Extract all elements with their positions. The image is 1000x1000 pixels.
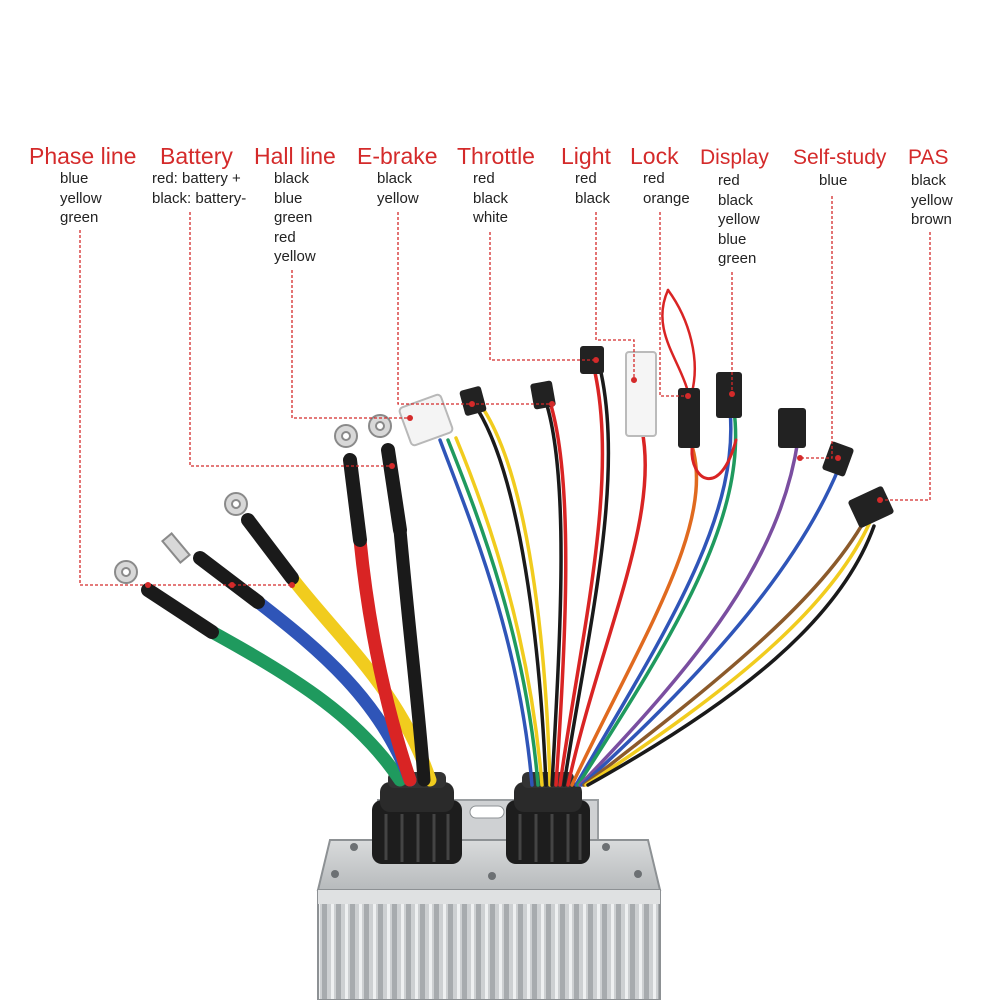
wire-color: black: [274, 170, 310, 187]
label-title: Throttle: [457, 143, 535, 169]
label-selfstudy: Self-study blue: [793, 145, 886, 191]
wire-color: black: [377, 170, 413, 187]
leader-ebrake: [397, 212, 552, 405]
leader-lock: [659, 212, 688, 397]
wire-color: yellow: [274, 248, 316, 265]
label-title: Light: [561, 143, 611, 169]
label-title: E-brake: [357, 143, 438, 169]
selfstudy-connector-a: [778, 408, 806, 448]
signal-wires: [438, 288, 876, 787]
leader-dots: [145, 357, 883, 588]
label-display: Display red black yellow blue green: [700, 145, 769, 269]
wire-color: white: [473, 209, 509, 226]
wire-color: black: [718, 191, 754, 209]
wire-color: orange: [643, 189, 690, 207]
wire-color: black: [473, 189, 509, 207]
label-light: Light red black: [561, 143, 611, 208]
pas-connector: [848, 486, 894, 528]
leader-throttle: [489, 232, 596, 361]
label-title: Self-study: [793, 146, 887, 169]
ebrake-connector: [459, 386, 487, 416]
label-title: PAS: [908, 146, 949, 169]
label-pas: PAS black yellow brown: [908, 145, 953, 230]
lock-connector: [625, 351, 657, 437]
wire-color: black: [575, 189, 611, 207]
wire-color: blue: [819, 172, 848, 189]
wire-color: yellow: [377, 189, 419, 207]
wire-color: red: battery +: [152, 170, 241, 187]
display-connector: [716, 372, 742, 418]
label-title: Lock: [630, 143, 679, 169]
ring-terminals: [114, 414, 392, 584]
wire-color: yellow: [911, 191, 953, 209]
wire-color: blue: [718, 230, 747, 248]
battery-wires: [343, 443, 431, 787]
label-throttle: Throttle red black white: [457, 143, 535, 228]
wire-color: green: [60, 209, 99, 226]
lock-loop-connector: [678, 388, 700, 448]
leader-selfstudy: [800, 196, 833, 459]
leader-hall: [291, 270, 410, 419]
wire-color: yellow: [60, 189, 102, 207]
label-title: Battery: [160, 143, 233, 169]
wire-color: red: [473, 170, 495, 187]
hall-connector: [398, 393, 454, 447]
wire-color: green: [718, 250, 757, 267]
label-battery: Battery red: battery + black: battery-: [152, 143, 246, 208]
leader-light: [595, 212, 635, 380]
leader-lines: [79, 196, 931, 586]
label-title: Hall line: [254, 143, 336, 169]
wire-color: red: [643, 170, 665, 187]
label-phase: Phase line blue yellow green: [29, 143, 136, 228]
wire-color: red: [575, 170, 597, 187]
wire-color: brown: [911, 211, 952, 228]
throttle-connector: [530, 380, 556, 410]
label-title: Phase line: [29, 143, 137, 169]
wire-color: red: [274, 228, 296, 246]
wire-color: blue: [274, 189, 303, 207]
wire-color: black: [911, 172, 947, 189]
wire-color: blue: [60, 170, 89, 187]
label-lock: Lock red orange: [630, 143, 690, 208]
leader-pas: [880, 232, 931, 501]
controller-housing: [316, 799, 662, 1000]
leader-phase: [79, 230, 148, 586]
label-ebrake: E-brake black yellow: [357, 143, 438, 208]
label-title: Display: [700, 146, 769, 169]
wire-color: yellow: [718, 211, 760, 228]
phase-wires: [141, 513, 437, 787]
wire-color: black: battery-: [152, 189, 247, 207]
cable-gland-left: [372, 772, 462, 864]
label-hall: Hall line black blue green red yellow: [254, 143, 336, 267]
connectors: [398, 346, 894, 528]
wire-color: green: [274, 209, 313, 226]
wire-color: red: [718, 172, 740, 189]
